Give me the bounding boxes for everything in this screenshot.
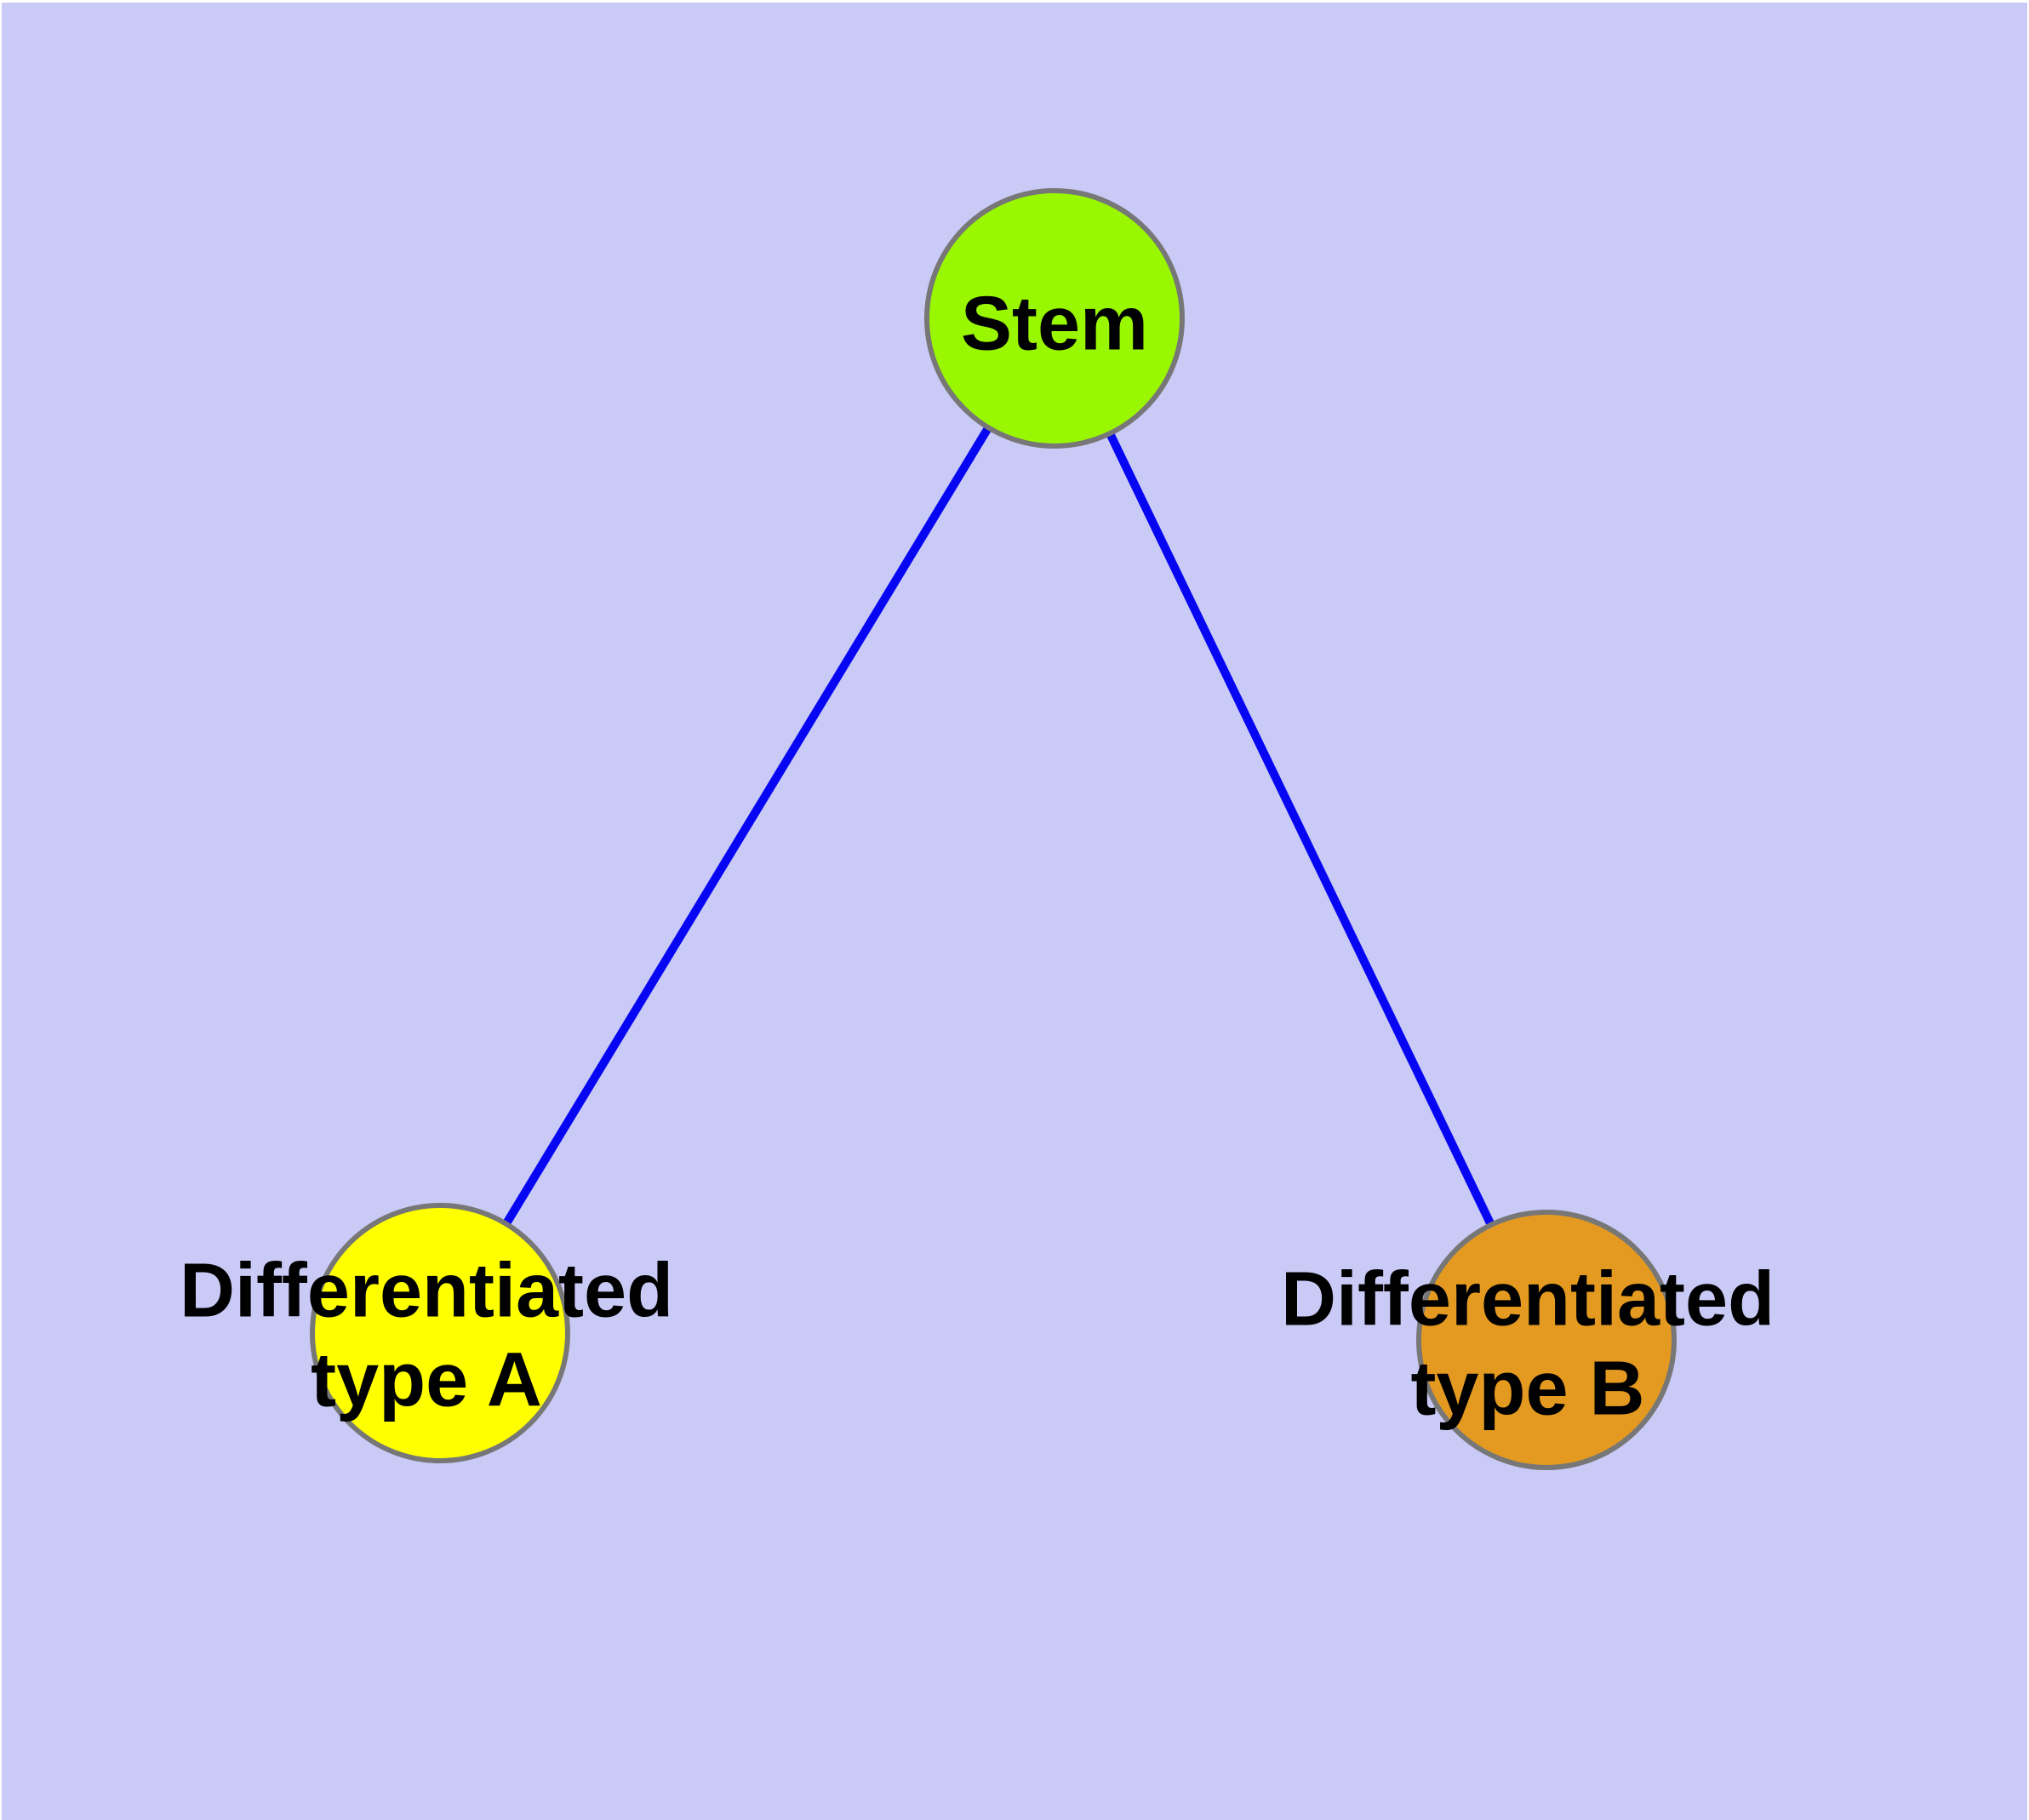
stem-node-label-line1: Stem [960, 281, 1149, 367]
differentiated-type-a-node-label: Differentiated type A [180, 1247, 673, 1427]
edge-stem-to-type-b [1050, 316, 1551, 1342]
differentiated-type-b-node-label: Differentiated type B [1281, 1256, 1775, 1435]
differentiated-type-a-node-circle [310, 1203, 570, 1463]
differentiated-type-a-label-line1: Differentiated [179, 1248, 674, 1334]
stem-node-circle [924, 188, 1185, 449]
stem-node-label: Stem [961, 279, 1148, 369]
differentiated-type-a-label-line2: type A [311, 1338, 542, 1423]
differentiated-type-b-node-circle [1416, 1210, 1677, 1470]
differentiated-type-b-label-line1: Differentiated [1280, 1256, 1775, 1342]
edge-stem-to-type-a [436, 316, 1059, 1336]
differentiated-type-b-label-line2: type B [1410, 1347, 1645, 1432]
